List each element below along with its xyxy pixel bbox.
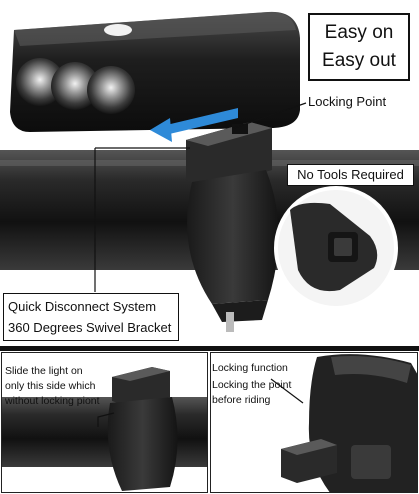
locking-function-title: Locking function xyxy=(212,362,288,374)
easy-on-off-box: Easy on Easy out xyxy=(308,13,410,81)
feature-caption-box: Quick Disconnect System 360 Degrees Swiv… xyxy=(3,293,179,341)
slide-on-line-1: Slide the light on xyxy=(5,365,83,377)
mount-bracket xyxy=(186,122,279,332)
zoom-detail xyxy=(274,186,398,310)
led-lens-icon xyxy=(16,58,64,106)
locking-function-drawing xyxy=(270,354,417,492)
slide-on-panel xyxy=(1,352,208,493)
led-lens-icon xyxy=(51,62,99,110)
led-lens-icon xyxy=(87,66,135,114)
slide-on-line-3: without locking piont xyxy=(5,395,100,407)
locking-function-line-3: before riding xyxy=(212,394,271,406)
bike-light xyxy=(10,11,300,132)
locking-function-panel xyxy=(210,352,418,493)
locking-function-line-2: Locking the point xyxy=(212,379,292,391)
easy-on-label: Easy on xyxy=(324,22,394,43)
slide-on-line-2: only this side which xyxy=(5,380,96,392)
quick-disconnect-label: Quick Disconnect System xyxy=(8,299,157,314)
panel-divider xyxy=(0,346,419,351)
slide-arrow-icon xyxy=(150,108,238,142)
slide-on-drawing xyxy=(2,367,207,491)
locking-function-text: Locking function Locking the point befor… xyxy=(212,361,322,408)
no-tools-label: No Tools Required xyxy=(287,164,414,186)
swivel-bracket-label: 360 Degrees Swivel Bracket xyxy=(8,320,172,335)
locking-point-label: Locking Point xyxy=(308,94,387,109)
power-button xyxy=(104,24,132,36)
slide-on-instructions: Slide the light on only this side which … xyxy=(5,364,115,409)
main-illustration: Easy on Easy out Locking Point No Tools … xyxy=(0,11,419,341)
easy-out-label: Easy out xyxy=(322,50,396,71)
